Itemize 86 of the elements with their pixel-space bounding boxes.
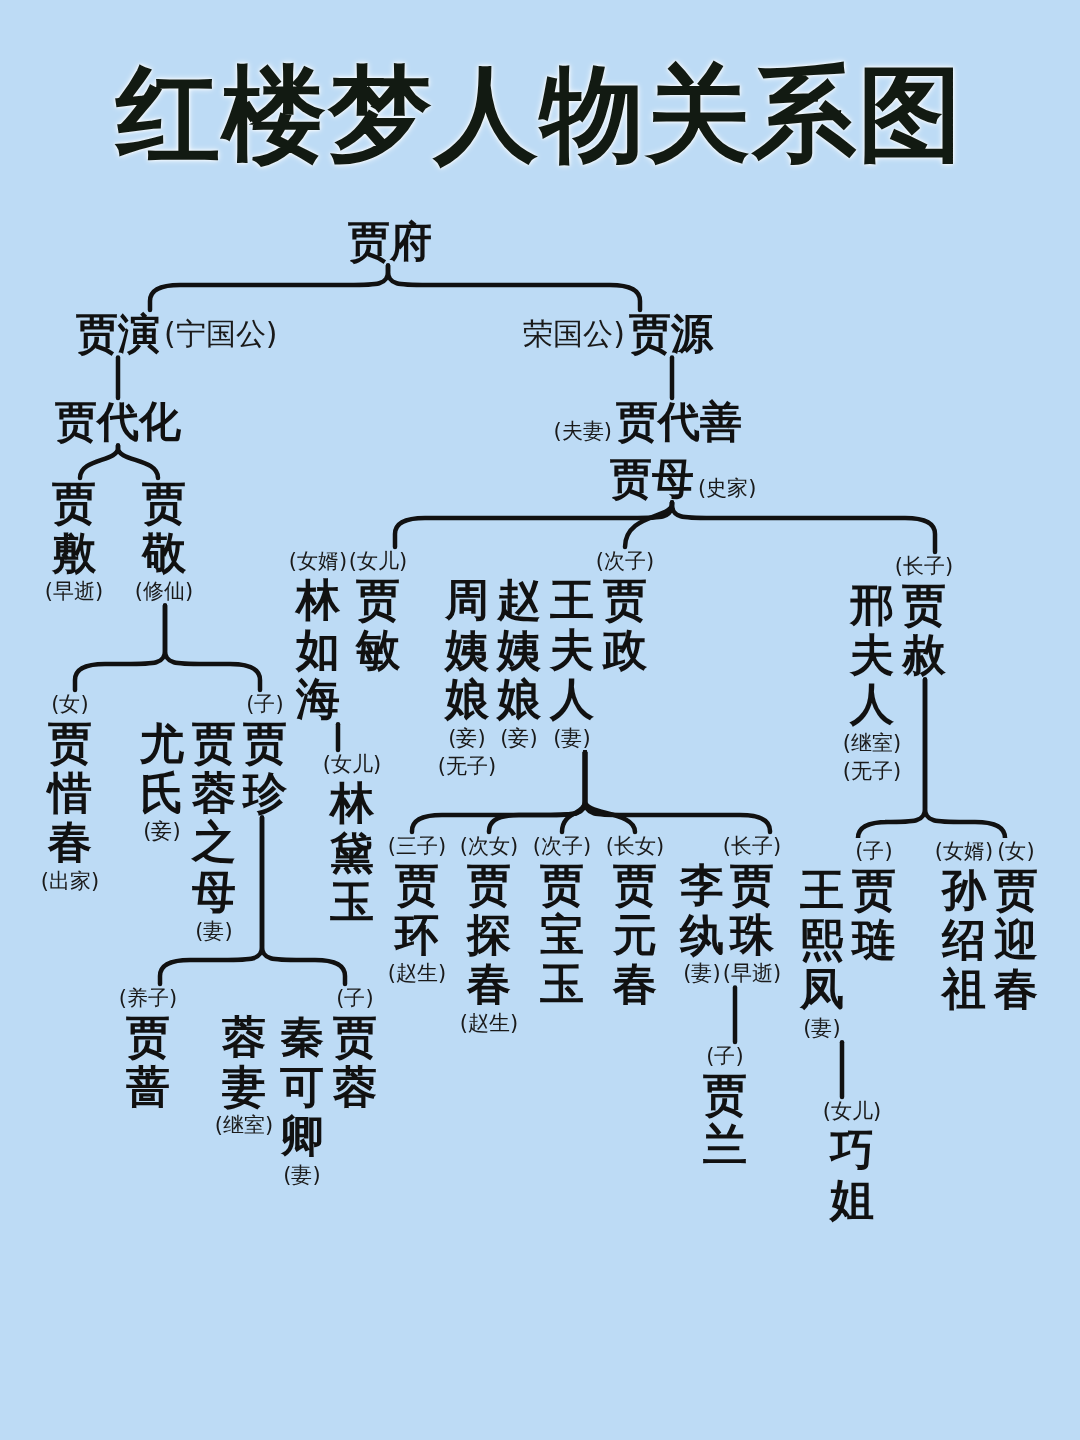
person-name: 贾元春 [613, 860, 657, 1010]
person-name: 赵姨娘 [497, 575, 541, 725]
person-name: 贾演 [76, 310, 160, 358]
person-name: 贾敷 [52, 478, 96, 578]
person-name: 贾源 [629, 310, 713, 358]
diagram-title: 红楼梦人物关系图 [114, 52, 965, 177]
relation-note: (女儿) [322, 751, 382, 778]
connector-line [669, 355, 675, 401]
person-name: 贾琏 [852, 865, 896, 965]
relation-note: (无子) [437, 753, 497, 781]
relation-note: (夫妻) [553, 418, 612, 446]
person-name: 贾敬 [142, 478, 186, 578]
relation-note: (女儿) [348, 548, 408, 575]
relation-note: (赵生) [459, 1010, 519, 1038]
relation-note: (子) [246, 691, 284, 718]
person-name: 贾珍 [243, 718, 287, 818]
relation-note: (史家) [698, 475, 757, 503]
person-name: 王熙凤 [800, 865, 844, 1015]
relation-note: (妾) [448, 725, 486, 753]
relation-note: (长子) [722, 833, 782, 860]
relation-note: (赵生) [387, 960, 447, 988]
person-name: 蓉妻 [222, 1012, 266, 1112]
person-name: 贾蔷 [126, 1012, 170, 1112]
relation-note: (宁国公) [164, 315, 278, 352]
relation-note: (女) [997, 838, 1035, 865]
person-name: 林黛玉 [330, 778, 374, 928]
person-name: 王夫人 [550, 575, 594, 725]
relation-note: (子) [336, 985, 374, 1012]
connector-line [732, 985, 738, 1045]
person-name: 贾惜春 [48, 718, 92, 868]
relation-note: (妾) [143, 818, 181, 846]
relation-note: (女婿) [934, 838, 994, 865]
person-name: 林如海 [296, 575, 340, 725]
relation-note: (三子) [387, 833, 447, 860]
relation-note: (继室) [842, 730, 902, 758]
relation-note: (子) [855, 838, 893, 865]
relation-note: (妻) [553, 725, 591, 753]
connector-line [839, 1039, 845, 1100]
relation-note: (女婿) [288, 548, 348, 575]
relation-note: (养子) [118, 985, 178, 1012]
relation-note: (妻) [683, 960, 721, 988]
person-name: 贾珠 [730, 860, 774, 960]
person-name: 贾探春 [467, 860, 511, 1010]
person-name: 孙绍祖 [942, 865, 986, 1015]
person-name: 尤氏 [140, 718, 184, 818]
person-name: 贾兰 [703, 1070, 747, 1170]
person-name: 贾母 [610, 455, 694, 503]
relation-note: (继室) [214, 1112, 274, 1140]
relation-note: (女) [51, 691, 89, 718]
relation-note: (妾) [500, 725, 538, 753]
relation-note: (早逝) [722, 960, 782, 988]
person-name: 贾蓉 [333, 1012, 377, 1112]
person-name: 贾府 [348, 218, 432, 266]
relation-note: (无子) [842, 758, 902, 786]
relation-note: (早逝) [44, 578, 104, 606]
relation-note: (子) [706, 1043, 744, 1070]
relation-note: (妻) [195, 917, 233, 945]
person-name: 贾环 [395, 860, 439, 960]
person-name: 李纨 [680, 860, 724, 960]
person-name: 贾代化 [55, 398, 181, 446]
person-name: 巧姐 [830, 1125, 874, 1225]
brace-connector [115, 443, 161, 481]
person-name: 贾宝玉 [540, 860, 584, 1010]
person-name: 贾敏 [356, 575, 400, 675]
relation-note: (长子) [894, 553, 954, 580]
person-name: 贾代善 [616, 398, 742, 446]
person-name: 秦可卿 [280, 1012, 324, 1162]
connector-line [115, 355, 121, 401]
person-name: 邢夫人 [850, 580, 894, 730]
relation-note: 荣国公) [523, 315, 625, 352]
relation-note: (次子) [595, 548, 655, 575]
brace-connector [922, 677, 1008, 841]
person-name: 贾蓉之母 [192, 718, 236, 917]
relation-note: (妻) [803, 1015, 841, 1043]
relation-note: (长女) [605, 833, 665, 860]
connector-line [335, 721, 341, 753]
person-name: 贾赦 [902, 580, 946, 680]
relation-note: (出家) [40, 868, 100, 896]
relation-note: (修仙) [134, 578, 194, 606]
person-name: 贾政 [603, 575, 647, 675]
relation-note: (妻) [283, 1162, 321, 1190]
relation-note: (次女) [459, 833, 519, 860]
person-name: 周姨娘 [445, 575, 489, 725]
relation-note: (女儿) [822, 1098, 882, 1125]
person-name: 贾迎春 [994, 865, 1038, 1015]
relation-note: (次子) [532, 833, 592, 860]
